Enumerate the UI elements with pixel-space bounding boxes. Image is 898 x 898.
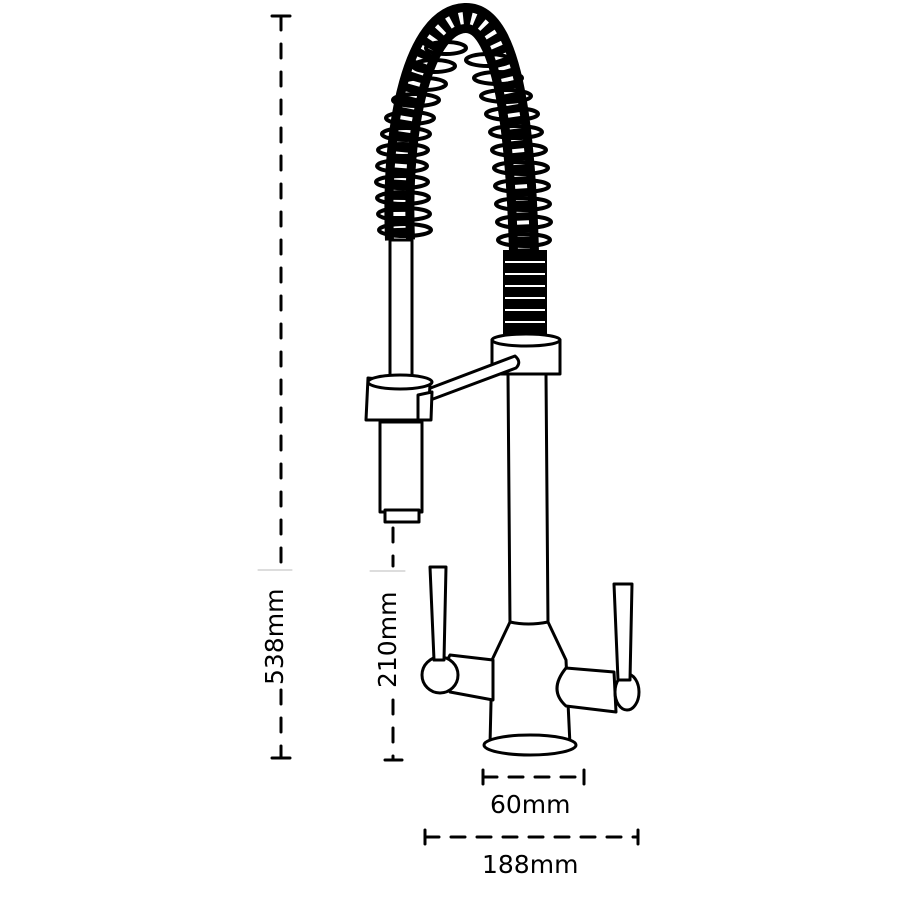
height-538-label: 538mm <box>260 588 289 685</box>
spring-hose <box>374 3 553 335</box>
width-60-dimension-line <box>481 768 586 786</box>
width-188-dimension-line <box>423 828 640 846</box>
tap-body <box>364 238 641 757</box>
width-60-label: 60mm <box>490 790 571 819</box>
width-188-label: 188mm <box>482 850 579 879</box>
height-538-dimension-line <box>270 14 292 760</box>
height-210-dimension-line <box>383 526 404 762</box>
height-210-label: 210mm <box>373 591 402 688</box>
